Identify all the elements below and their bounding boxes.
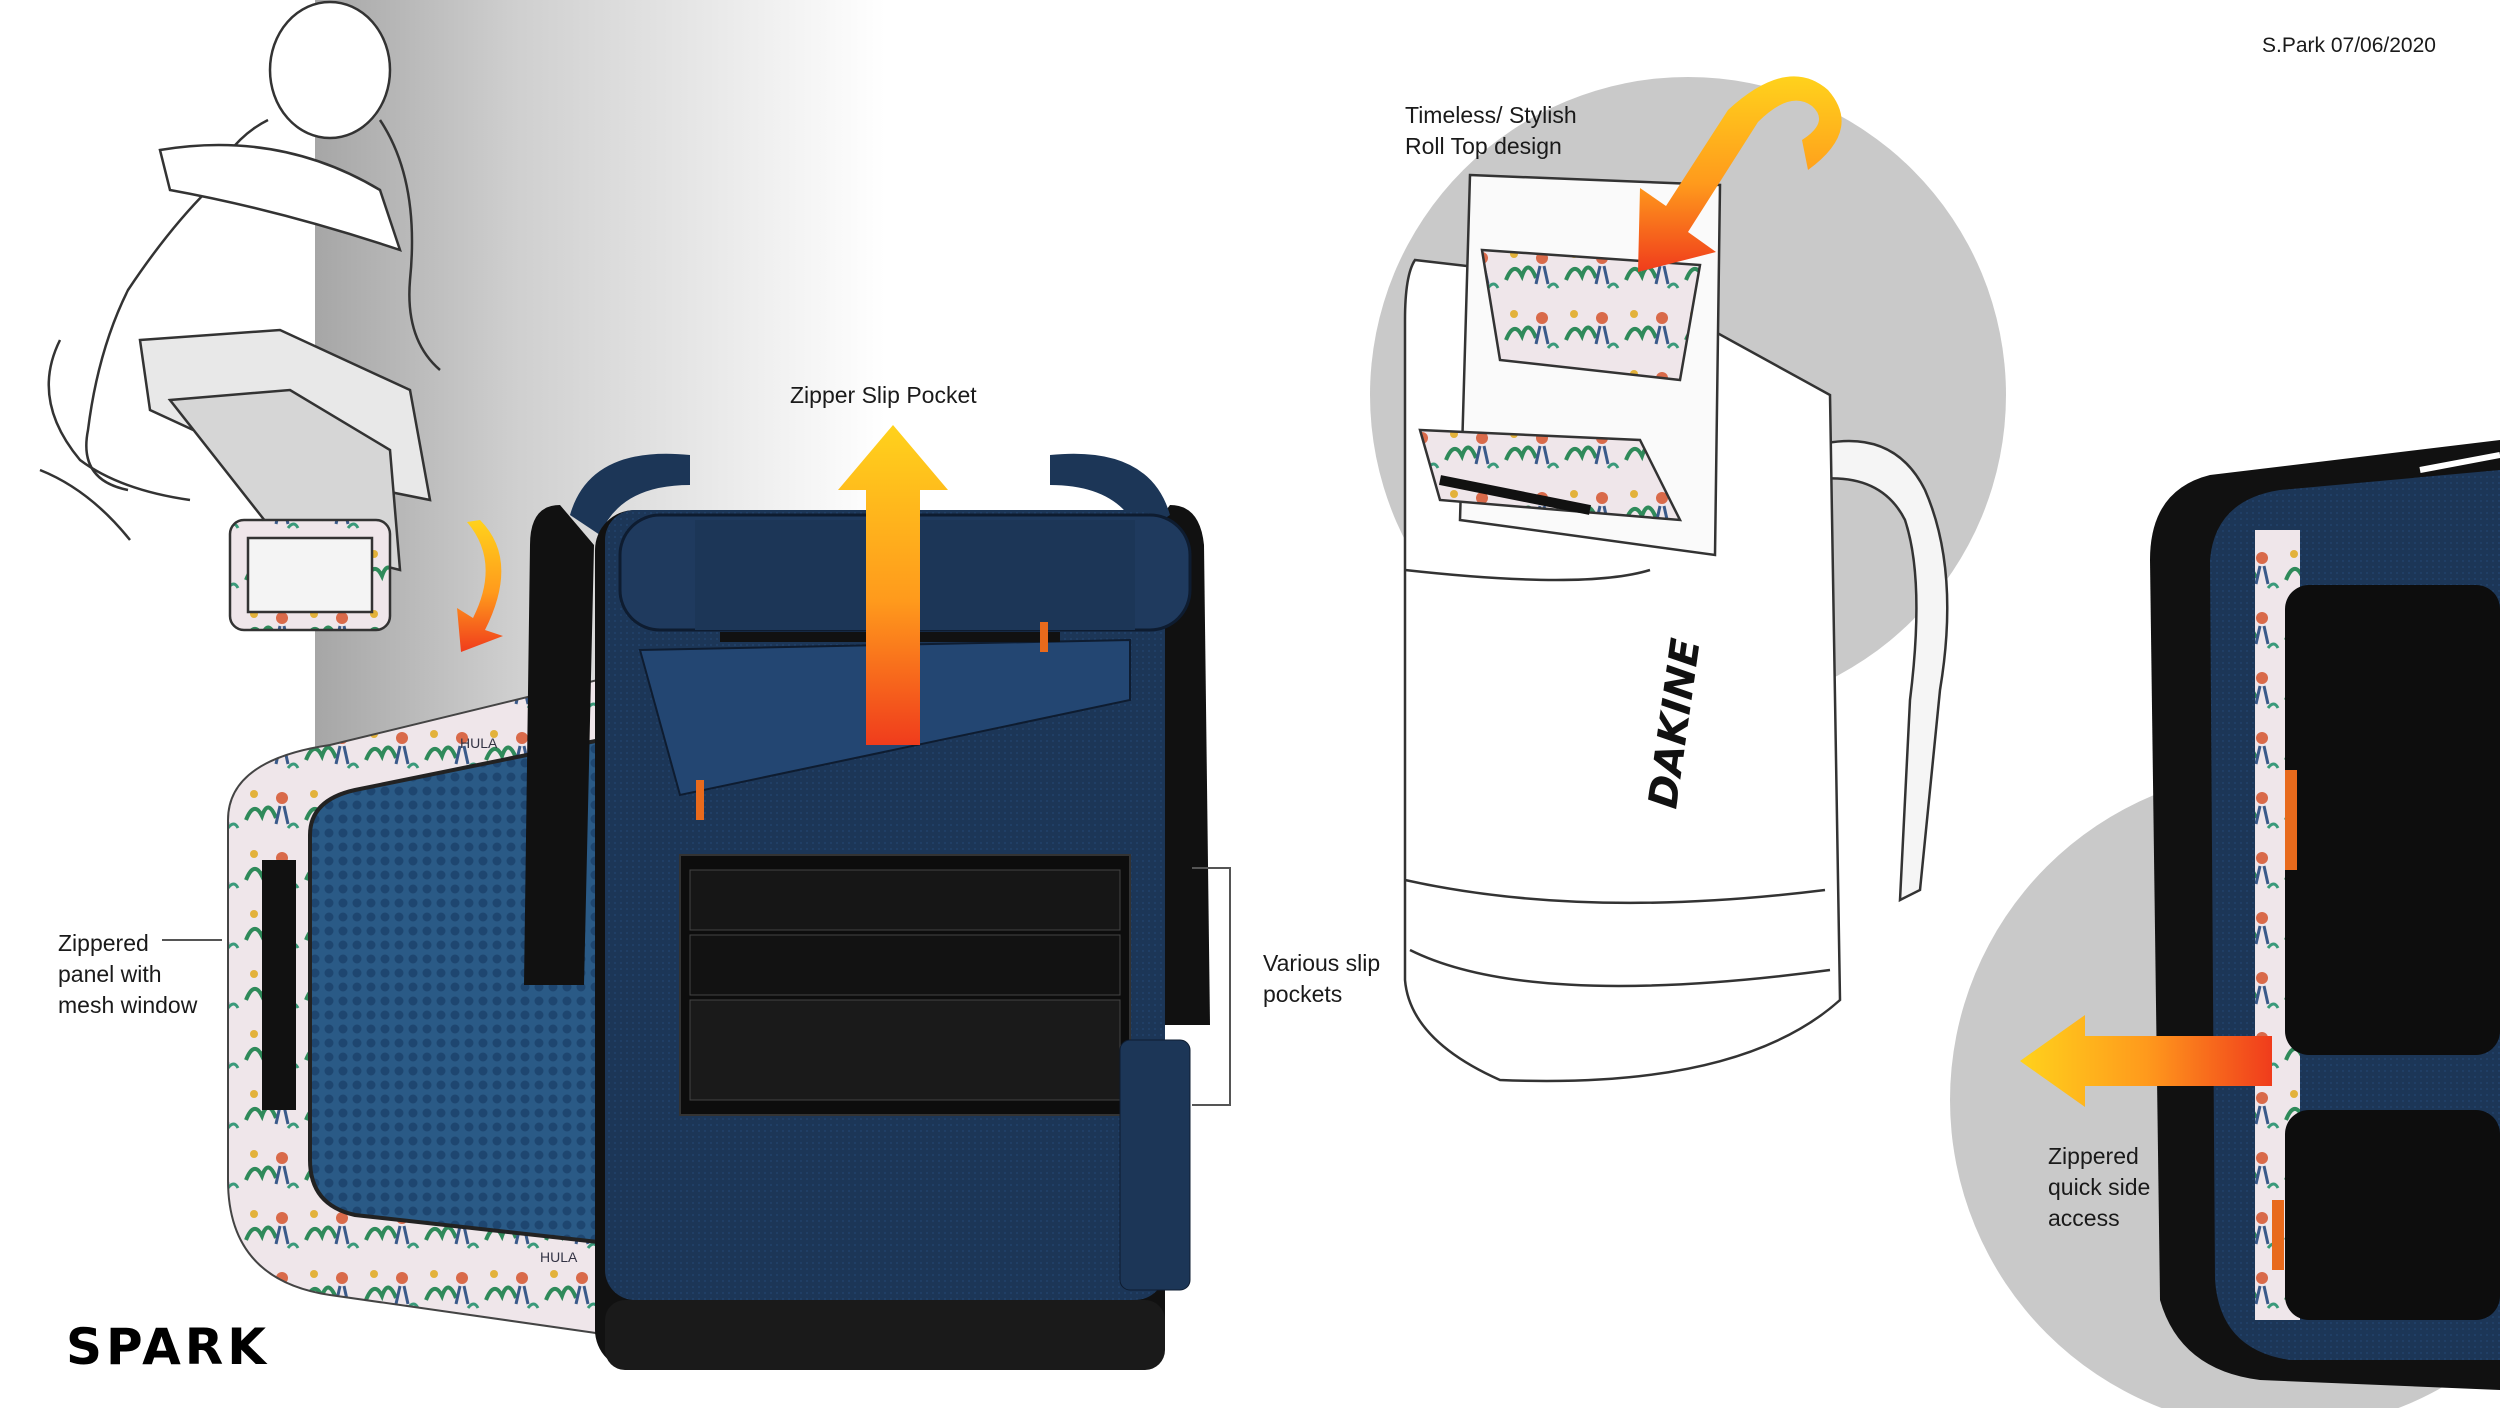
callout-quick-side-access: Zippered quick side access [2048,1143,2151,1231]
rolltop-sketch [1403,173,1949,1083]
side-access-arrow [2020,1015,2272,1107]
rotate-arrow-icon [457,520,503,652]
rolltop-curl-arrow [1638,76,1842,272]
callout-slip-pockets: Various slip pockets [1263,950,1381,1007]
zipper-slip-pocket-arrow [838,425,948,745]
callout-roll-top: Timeless/ Stylish Roll Top design [1405,102,1577,159]
brand-logo: SPARK [66,1318,271,1376]
print-tag-hula-2: HULA [540,1249,578,1265]
callout-zippered-panel: Zippered panel with mesh window [58,930,198,1018]
slip-pockets-bracket [1192,867,1231,1106]
print-tag-hula-1: HULA [460,735,498,751]
side-view-backpack [2150,440,2500,1390]
designer-credit: S.Park 07/06/2020 [2262,34,2436,57]
backpack-body [524,453,1210,1370]
person-sketch [39,0,441,632]
callout-zipper-slip-pocket: Zipper Slip Pocket [790,382,977,408]
